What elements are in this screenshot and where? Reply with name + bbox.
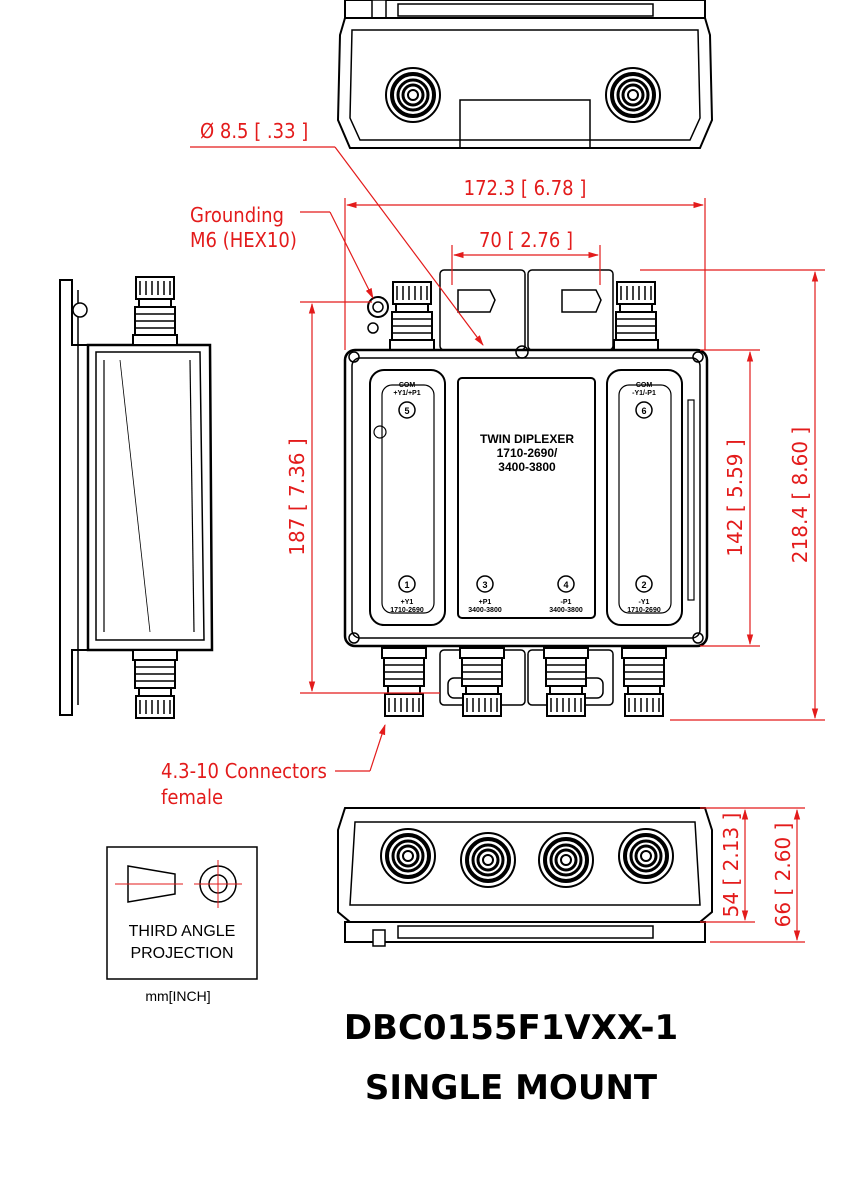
front-bottom-connector-3 (459, 647, 505, 717)
front-bottom-connector-2 (621, 647, 667, 717)
units-label: mm[INCH] (145, 988, 211, 1004)
top-connector-right (604, 66, 662, 124)
dim-height-mount: 187 [ 7.36 ] (285, 438, 309, 555)
port-1-label1: +Y1 (401, 599, 414, 606)
bottom-view (337, 807, 713, 947)
projection-line2: PROJECTION (130, 945, 233, 962)
bottom-connector-1 (379, 827, 437, 885)
port-6-label1: COM (636, 382, 653, 389)
port-6-label2: -Y1/-P1 (632, 390, 656, 397)
device-name-line1: TWIN DIPLEXER (480, 432, 574, 446)
port-3-label1: +P1 (479, 599, 492, 606)
dim-height-body: 142 [ 5.59 ] (723, 439, 747, 556)
model-number: DBC0155F1VXX-1 (343, 1008, 679, 1048)
port-1-number: 1 (404, 580, 409, 590)
front-top-connector-right (613, 281, 659, 351)
port-3-label2: 3400-3800 (468, 607, 502, 614)
port-2-label2: 1710-2690 (627, 607, 661, 614)
front-view: COM +Y1/+P1 5 COM -Y1/-P1 6 TWIN DIPLEXE… (343, 269, 709, 717)
device-name-line2: 1710-2690/ (497, 446, 558, 460)
side-bottom-connector (132, 649, 178, 719)
dim-width-overall: 172.3 [ 6.78 ] (464, 176, 587, 200)
callout-connectors-line2: female (161, 785, 223, 809)
callout-grounding-line1: Grounding (190, 203, 284, 227)
port-3-number: 3 (482, 580, 487, 590)
dim-depth-overall: 66 [ 2.60 ] (771, 823, 795, 928)
port-4-number: 4 (563, 580, 568, 590)
bottom-connector-3 (459, 831, 517, 889)
callout-grounding-line2: M6 (HEX10) (190, 228, 297, 252)
front-top-connector-left (389, 281, 435, 351)
port-5-label2: +Y1/+P1 (393, 390, 420, 397)
front-bottom-connector-1 (381, 647, 427, 717)
port-4-label2: 3400-3800 (549, 607, 583, 614)
port-5-number: 5 (404, 406, 409, 416)
port-2-number: 2 (641, 580, 646, 590)
dim-bracket-spacing: 70 [ 2.76 ] (479, 228, 573, 252)
dim-hole-diameter: Ø 8.5 [ .33 ] (200, 119, 308, 143)
side-top-connector (132, 276, 178, 346)
mount-type: SINGLE MOUNT (364, 1068, 658, 1108)
port-6-number: 6 (641, 406, 646, 416)
bottom-connector-2 (617, 827, 675, 885)
port-5-label1: COM (399, 382, 416, 389)
dim-height-overall: 218.4 [ 8.60 ] (788, 427, 812, 563)
port-4-label1: -P1 (561, 599, 572, 606)
projection-line1: THIRD ANGLE (129, 923, 236, 940)
dimension-lines (190, 146, 825, 943)
ground-symbol-icon (373, 425, 387, 439)
cone-side-icon (127, 865, 176, 903)
top-view (336, 0, 714, 149)
projection-symbol: THIRD ANGLE PROJECTION (106, 846, 258, 980)
side-view (59, 276, 214, 719)
port-1-label2: 1710-2690 (390, 607, 424, 614)
port-2-label1: -Y1 (639, 599, 650, 606)
device-name-line3: 3400-3800 (498, 460, 556, 474)
callout-connectors-line1: 4.3-10 Connectors (161, 759, 327, 783)
dim-depth-body: 54 [ 2.13 ] (719, 813, 743, 918)
top-connector-left (384, 66, 442, 124)
bottom-connector-4 (537, 831, 595, 889)
front-bottom-connector-4 (543, 647, 589, 717)
